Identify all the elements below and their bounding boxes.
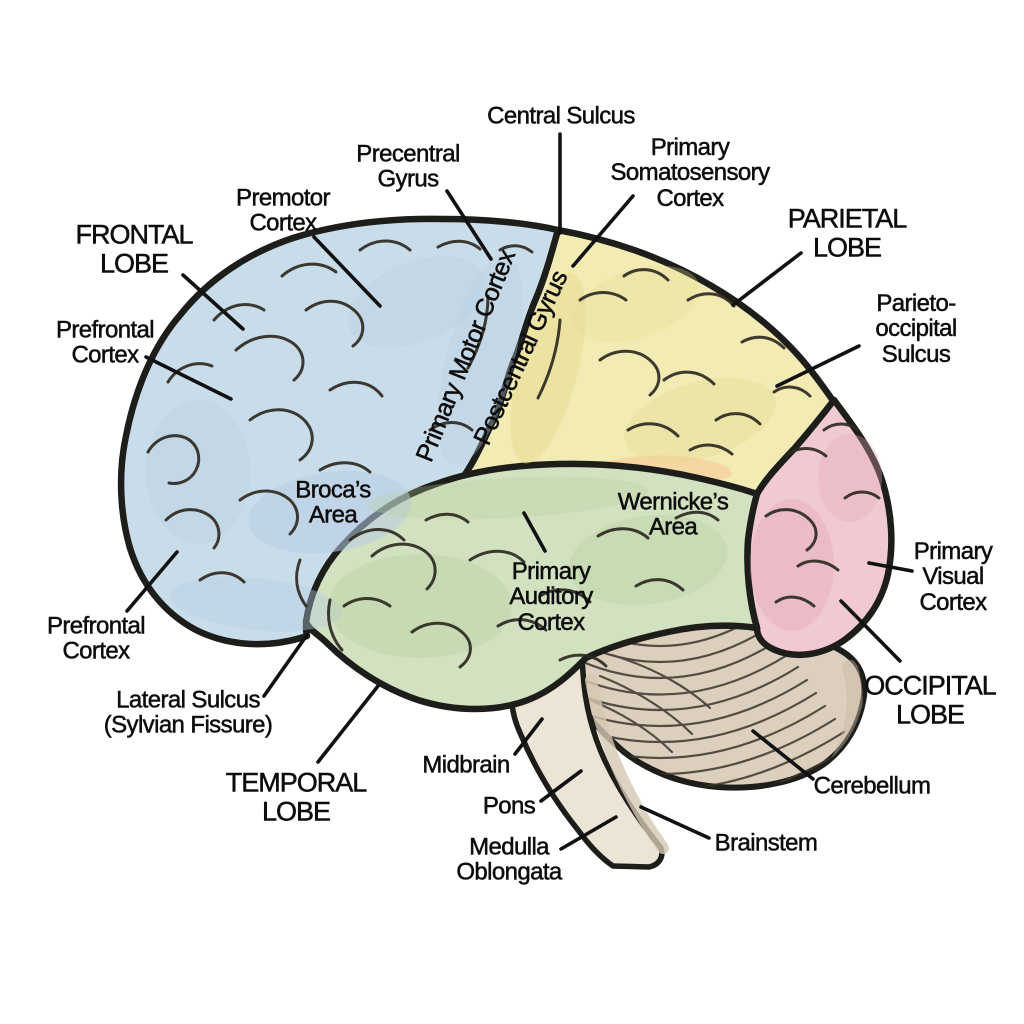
leader-primary-auditory — [522, 511, 547, 553]
label-brocas-area: Broca’s Area — [295, 476, 372, 529]
label-primary-auditory-cortex: Primary Auditory Cortex — [509, 557, 593, 636]
label-primary-somatosensory-cortex: Primary Somatosensory Cortex — [610, 133, 770, 212]
label-parieto-occipital-sulcus: Parieto-occipital Sulcus — [875, 289, 957, 368]
leader-cerebellum — [751, 729, 815, 781]
label-frontal-lobe: FRONTAL LOBE — [75, 219, 194, 278]
label-central-sulcus: Central Sulcus — [487, 102, 636, 130]
occipital-lobe-region — [744, 396, 895, 659]
label-medulla-oblongata: Medulla Oblongata — [456, 833, 562, 886]
leader-pons — [539, 769, 583, 803]
leader-midbrain — [513, 717, 544, 756]
label-temporal-lobe: TEMPORAL LOBE — [225, 767, 367, 826]
label-pons: Pons — [482, 792, 536, 820]
leader-prefrontal-lower — [125, 550, 179, 613]
label-primary-visual-cortex: Primary Visual Cortex — [913, 537, 994, 616]
leader-parieto-occipital — [775, 344, 861, 388]
leader-occipital-lobe — [839, 599, 902, 663]
label-prefrontal-cortex-upper: Prefrontal Cortex — [55, 316, 155, 369]
label-lateral-sulcus: Lateral Sulcus (Sylvian Fissure) — [103, 686, 274, 739]
leader-somatosensory — [571, 194, 635, 268]
sulci-lines — [146, 239, 881, 669]
leader-lines — [125, 132, 914, 851]
label-precentral-gyrus: Precentral Gyrus — [356, 140, 460, 193]
leader-medulla — [559, 815, 618, 851]
leader-prefrontal-upper — [144, 355, 233, 401]
label-prefrontal-cortex-lower: Prefrontal Cortex — [46, 612, 146, 665]
leader-premotor-cortex — [312, 235, 382, 308]
label-occipital-lobe: OCCIPITAL LOBE — [864, 670, 997, 729]
temporal-lobe-region — [302, 460, 761, 713]
label-cerebellum: Cerebellum — [813, 772, 931, 800]
label-brainstem: Brainstem — [714, 829, 818, 857]
leader-parietal-lobe — [731, 251, 803, 307]
brainstem-shading — [585, 674, 669, 854]
leader-primary-visual — [867, 561, 914, 573]
leader-temporal-lobe — [316, 684, 380, 764]
region-shading-blobs — [146, 254, 882, 658]
leader-lateral-sulcus — [262, 633, 309, 698]
brainstem-region — [508, 655, 665, 870]
label-premotor-cortex: Premotor Cortex — [236, 184, 331, 237]
leader-frontal-lobe — [181, 273, 245, 331]
label-wernickes-area: Wernicke’s Area — [617, 488, 730, 541]
label-midbrain: Midbrain — [422, 751, 510, 779]
label-parietal-lobe: PARIETAL LOBE — [787, 203, 907, 262]
leader-precentral-gyrus — [445, 189, 493, 261]
leader-brainstem — [639, 805, 711, 840]
